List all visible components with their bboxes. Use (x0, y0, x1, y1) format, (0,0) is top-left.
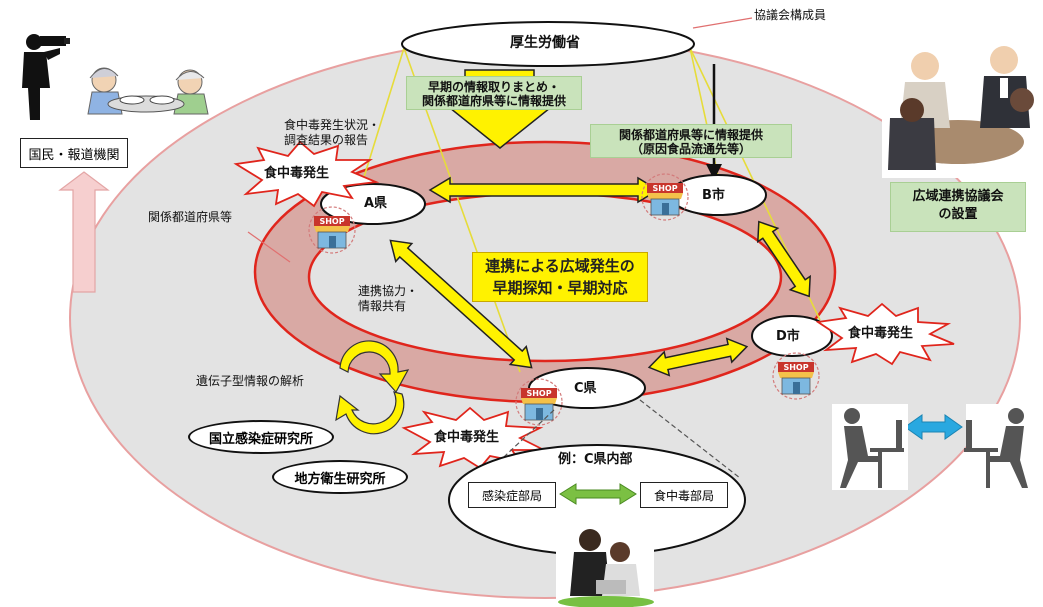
niid-node: 国立感染症研究所 (188, 420, 334, 454)
shop-icon: SHOP (308, 206, 356, 254)
center-line1: 連携による広域発生の (485, 257, 635, 275)
outbreak-label-d: 食中毒発生 (848, 326, 914, 341)
foodpoison-dept-box: 食中毒部局 (640, 482, 728, 508)
center-message-box: 連携による広域発生の 早期探知・早期対応 (472, 252, 648, 302)
council-member-label: 協議会構成員 (754, 8, 827, 22)
outbreak-burst-a (233, 140, 380, 208)
outbreak-label-c: 食中毒発生 (434, 430, 500, 445)
elderly-couple-icon (87, 67, 209, 115)
genotype-label: 遺伝子型情報の解析 (196, 374, 305, 388)
early-info-line2: 関係都道府県等に情報提供 (421, 94, 566, 108)
example-c-label: 例：C県内部 (558, 452, 633, 467)
prefecture-info-box: 関係都道府県等に情報提供 （原因食品流通先等） (590, 124, 792, 158)
council-setup-line1: 広域連携協議会 (912, 189, 1004, 204)
report-line2: 調査結果の報告 (284, 133, 369, 147)
cooperation-line1: 連携協力・ (358, 284, 419, 298)
infection-dept-box: 感染症部局 (468, 482, 556, 508)
mhlw-label: 厚生労働省 (510, 35, 580, 51)
cycle-arrows-icon (335, 340, 410, 435)
svg-text:SHOP: SHOP (526, 389, 551, 398)
center-line2: 早期探知・早期対応 (492, 279, 628, 297)
city-d-ellipse (751, 315, 833, 357)
arrow-c-d (647, 337, 749, 377)
council-setup-line2: の設置 (938, 207, 978, 222)
arrow-b-d (757, 220, 811, 298)
city-b-label: B市 (702, 188, 725, 203)
pref-a-label: A県 (364, 196, 388, 211)
report-label: 食中毒発生状況・ 調査結果の報告 (284, 118, 380, 148)
arrow-a-c (389, 239, 533, 369)
local-health-node: 地方衛生研究所 (272, 460, 408, 494)
prefecture-info-line1: 関係都道府県等に情報提供 (618, 128, 763, 142)
cooperation-label: 連携協力・ 情報共有 (358, 284, 418, 314)
shop-icon: SHOP (641, 173, 689, 221)
photographer-icon (22, 34, 70, 120)
city-d-label: D市 (776, 329, 800, 344)
early-info-box: 早期の情報取りまとめ・ 関係都道府県等に情報提供 (406, 76, 582, 110)
pref-c-label: C県 (574, 381, 597, 396)
workers-icon (832, 404, 1034, 490)
early-info-line1: 早期の情報取りまとめ・ (427, 80, 560, 94)
public-media-box: 国民・報道機関 (20, 138, 128, 168)
svg-text:SHOP: SHOP (783, 363, 808, 372)
outbreak-burst-d (815, 302, 955, 366)
shop-icon: SHOP (772, 352, 820, 400)
meeting-photo (882, 30, 1034, 178)
shop-icon: SHOP (515, 378, 563, 426)
prefecture-info-line2: （原因食品流通先等） (630, 142, 751, 156)
outbreak-label-a: 食中毒発生 (264, 166, 330, 181)
team-photo (556, 520, 654, 607)
svg-text:SHOP: SHOP (319, 217, 344, 226)
report-line1: 食中毒発生状況・ (284, 118, 381, 132)
cooperation-line2: 情報共有 (358, 299, 407, 313)
report-up-arrow (58, 171, 110, 293)
green-double-arrow (559, 483, 637, 505)
blue-double-arrow (904, 414, 963, 440)
mhlw-ellipse (401, 21, 695, 67)
council-setup-box: 広域連携協議会 の設置 (890, 182, 1026, 232)
related-prefectures-label: 関係都道府県等 (148, 210, 233, 224)
svg-text:SHOP: SHOP (652, 184, 677, 193)
